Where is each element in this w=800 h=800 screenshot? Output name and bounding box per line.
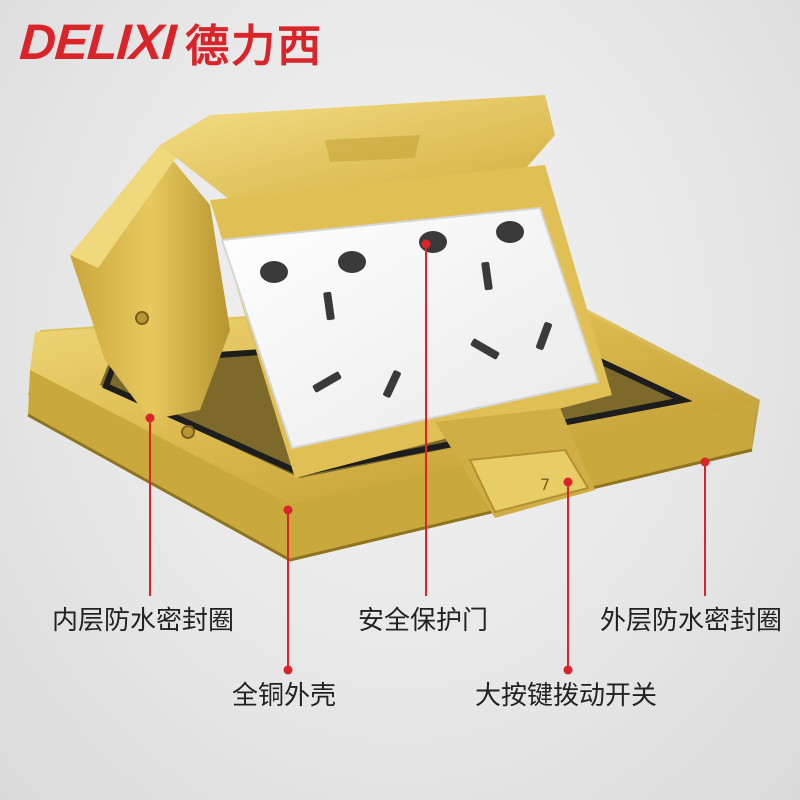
- dot-slide-switch-end: [563, 665, 573, 675]
- leader-outer-seal: [704, 462, 706, 596]
- leader-safety-door: [425, 244, 427, 596]
- lid-side: [70, 145, 230, 439]
- dot-copper-shell: [283, 505, 293, 515]
- leader-inner-seal: [149, 418, 151, 596]
- label-slide-switch: 大按键拨动开关: [475, 681, 658, 711]
- brand-logo: DELIXI 德力西: [18, 12, 324, 72]
- dot-outer-seal: [700, 457, 710, 467]
- dot-slide-switch: [563, 477, 573, 487]
- dot-inner-seal: [145, 413, 155, 423]
- slide-switch: [435, 408, 595, 518]
- label-copper-shell: 全铜外壳: [232, 681, 337, 711]
- leader-slide-switch: [567, 482, 569, 670]
- socket-1: [260, 251, 401, 398]
- socket-panel: [220, 206, 600, 450]
- label-inner-seal: 内层防水密封圈: [52, 606, 235, 636]
- dot-safety-door: [421, 239, 431, 249]
- dot-copper-shell-end: [283, 665, 293, 675]
- label-outer-seal: 外层防水密封圈: [600, 606, 783, 636]
- socket-2: [419, 221, 552, 360]
- brand-name-cn: 德力西: [185, 21, 324, 72]
- leader-copper-shell: [287, 510, 289, 670]
- switch-glyph: 7: [540, 475, 550, 494]
- label-safety-door: 安全保护门: [358, 606, 489, 636]
